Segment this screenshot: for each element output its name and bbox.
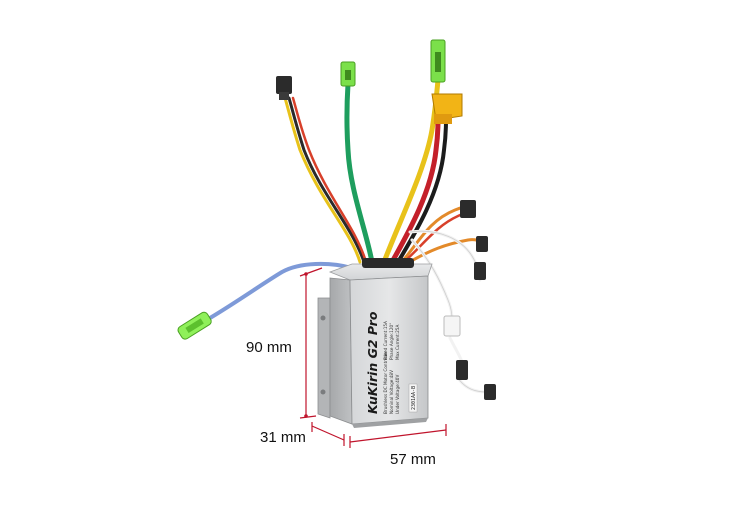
controller-housing: KuKirin G2 Pro Brushless DC Motor Contro… [317,258,433,428]
brand-label: KuKirin G2 Pro [365,311,380,414]
power-wire-black [396,118,448,264]
mounting-flange [317,297,331,419]
white-jst-connector [443,315,461,337]
black-jst-connector-bottom [484,384,496,400]
green-spade-connector [177,311,212,340]
green-connector-mid [340,61,356,87]
green-connector-top [430,39,446,83]
serial-number: 2301AA-B [411,386,417,410]
spec-line-2: Nominal Voltage:48V [389,370,394,414]
wire-grommet [362,258,414,268]
spec-line-1: Brushless DC Motor Controller [383,351,388,414]
spec-line-6: Max Current:25A [395,325,400,360]
power-wire-red [389,117,441,265]
blue-wire [208,261,354,320]
height-label: 90 mm [246,339,292,356]
white-wire-connector-top [474,262,486,280]
housing-side [329,277,353,425]
depth-dimension-line [311,425,345,441]
white-wire-3 [448,336,464,364]
dimension-annotations [299,267,447,448]
spec-line-3: Under Voltage:40V [395,375,400,414]
width-label: 57 mm [390,451,436,468]
white-wire-4-outline [457,377,487,393]
left-bundle-wire-black [287,96,366,264]
spec-line-5: Phase Angle:120° [389,323,394,360]
width-dimension-line [349,429,447,443]
connectors [177,39,496,400]
left-bundle-wire-yellow [283,96,362,264]
serial-sticker [408,383,418,413]
black-jst-connector-left [276,76,292,100]
black-jst-connector-right [460,200,476,218]
xt60-connector [431,93,463,124]
spec-line-4: Rated Current:15A [383,321,388,360]
green-wire [344,81,375,265]
black-jst-connector-right-2 [476,236,488,252]
depth-label: 31 mm [260,429,306,446]
left-bundle-wire-red [291,96,368,264]
black-jst-connector-lower [456,360,468,380]
